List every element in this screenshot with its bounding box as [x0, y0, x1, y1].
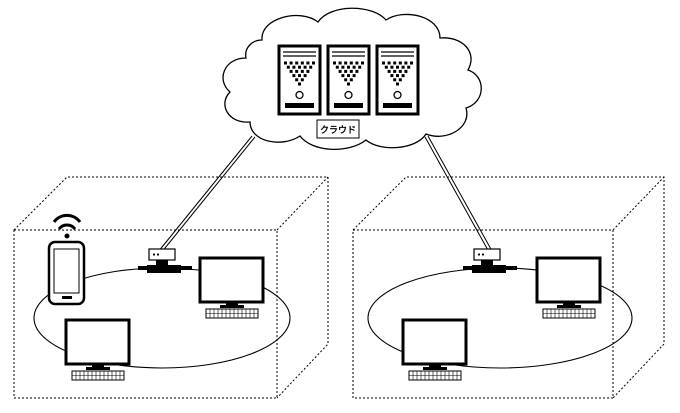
cloud-label: クラウド [320, 125, 356, 136]
router-left [138, 248, 192, 273]
desktop-monitor [535, 256, 602, 319]
cloud-link-left [157, 135, 256, 254]
cloud: クラウド [222, 7, 482, 151]
server-icon [375, 44, 420, 116]
server-icon [277, 44, 322, 116]
smartphone [47, 240, 86, 306]
site-left-box [13, 176, 329, 399]
site-right-box [352, 176, 665, 399]
desktop-monitor [64, 318, 131, 381]
wifi-icon [52, 213, 82, 239]
desktop-monitor [401, 318, 468, 381]
server-icon [326, 44, 371, 116]
desktop-monitor [198, 256, 265, 319]
cloud-link-right [424, 135, 493, 253]
router-right [463, 248, 517, 273]
server-group [277, 44, 420, 116]
cloud-label-box [316, 119, 360, 139]
